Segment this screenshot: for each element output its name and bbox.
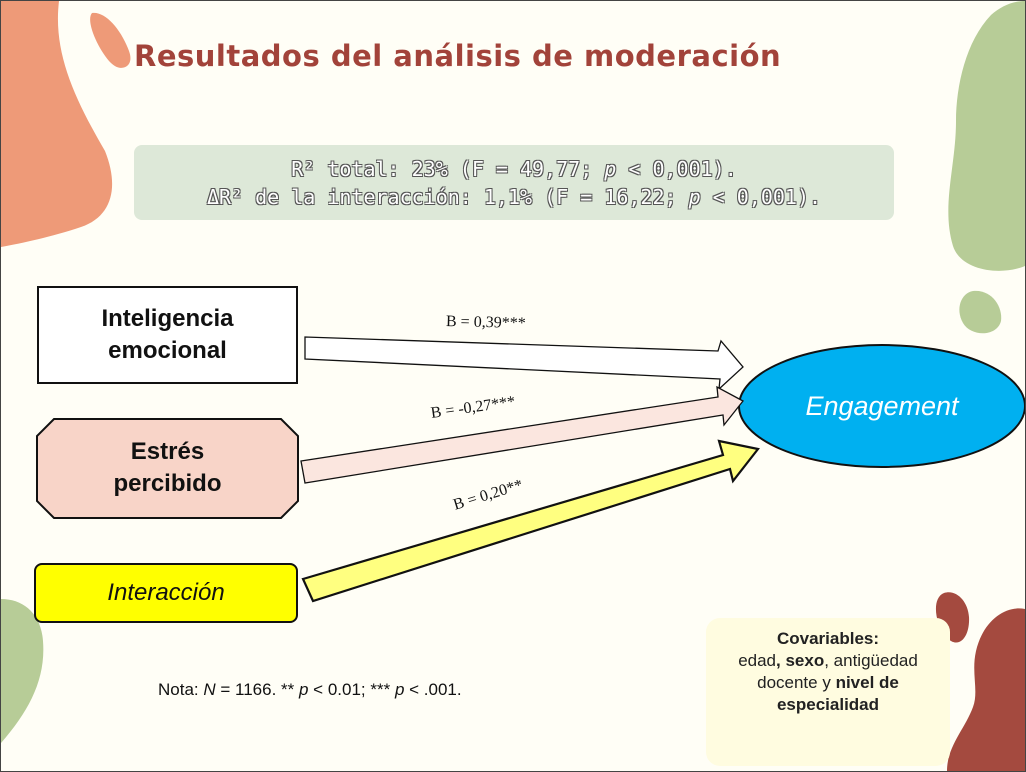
salmon-drop-shape (90, 12, 131, 68)
green-drop-shape (959, 290, 1002, 334)
arrow-interaccion-to-engagement (301, 439, 760, 603)
inteligencia-label-line1: Inteligencia (101, 305, 234, 332)
estres-box-shape (36, 418, 299, 519)
covariables-heading: Covariables: (776, 629, 880, 648)
footnote: Nota: N = 1166. ** p < 0.01; *** p < .00… (158, 680, 462, 699)
estres-label-line1: Estrés (130, 438, 205, 465)
arrow-estres-to-engagement (300, 385, 744, 484)
brown-blob-shape (947, 608, 1025, 771)
interaccion-node: Interacción (34, 563, 298, 623)
salmon-blob-shape (1, 1, 113, 247)
green-blob-shape (948, 1, 1025, 271)
estres-label-line2: percibido (113, 470, 222, 497)
engagement-node-label: Engagement (805, 390, 959, 421)
covariables-box: Covariables: edad, sexo, antigüedad doce… (706, 618, 950, 766)
arrow-inteligencia-to-engagement (304, 336, 744, 391)
coef-inteligencia: B = 0,39*** (445, 313, 526, 333)
estres-percibido-node: Estrés percibido (37, 418, 298, 518)
inteligencia-label-line2: emocional (108, 337, 227, 364)
inteligencia-emocional-node: Inteligencia emocional (37, 286, 298, 384)
stats-line-r2: R² total: 23% (F = 49,77; p < 0,001). (291, 157, 737, 181)
green-bottom-blob-shape (1, 599, 44, 743)
model-stats-box: R² total: 23% (F = 49,77; p < 0,001). ΔR… (134, 145, 894, 220)
stats-line-delta-r2: ΔR² de la interacción: 1,1% (F = 16,22; … (206, 185, 822, 209)
slide-title: Resultados del análisis de moderación (134, 39, 782, 73)
